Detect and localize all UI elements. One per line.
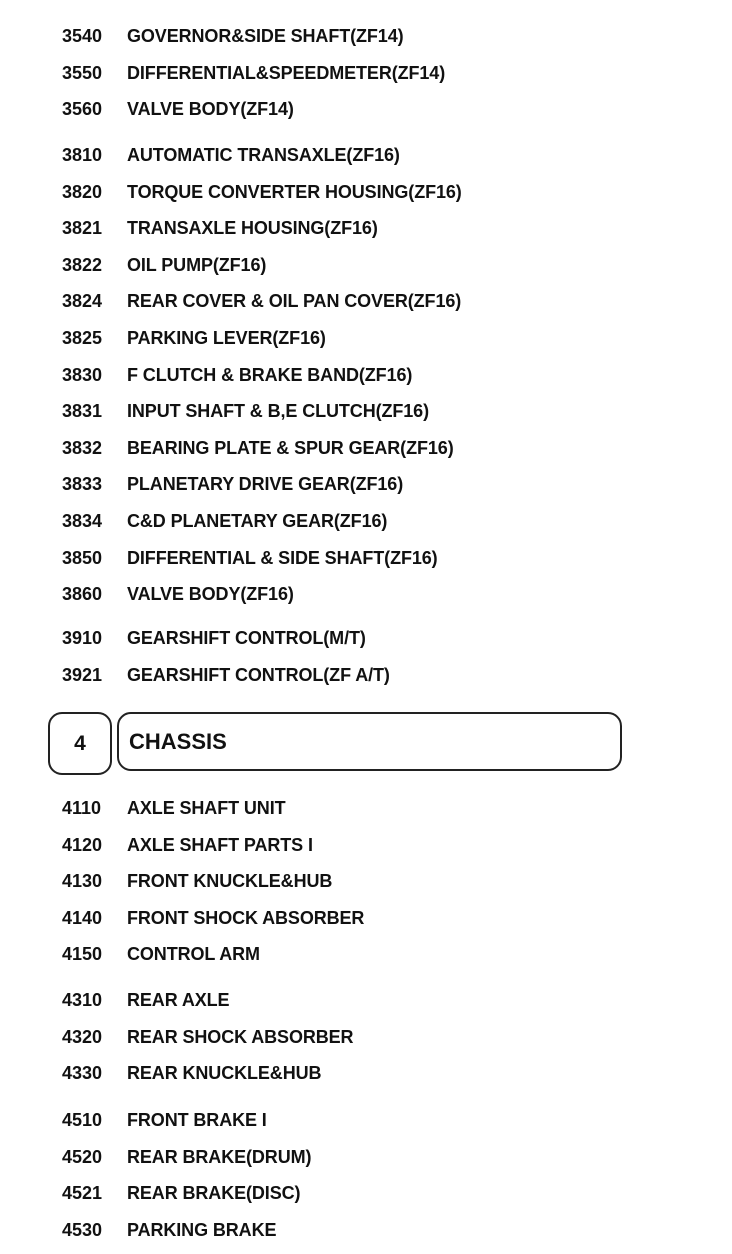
part-label: REAR COVER & OIL PAN COVER(ZF16) [127,291,462,312]
part-code: 3821 [62,218,103,239]
part-code: 3820 [62,181,103,202]
section-title-box: CHASSIS [117,712,622,771]
part-label: FRONT KNUCKLE&HUB [127,871,333,892]
part-code: 4330 [62,1063,103,1084]
part-code: 4520 [62,1146,103,1167]
section-number-box: 4 [48,712,112,775]
part-code: 3860 [62,584,103,605]
part-code: 3910 [62,628,103,648]
part-code: 4140 [62,907,103,928]
part-code: 3550 [62,62,103,83]
part-code: 4510 [62,1110,103,1130]
part-label: GEARSHIFT CONTROL(M/T) [127,628,366,648]
part-code: 3810 [62,145,103,165]
part-label: CONTROL ARM [127,944,260,965]
part-label: TORQUE CONVERTER HOUSING(ZF16) [127,181,462,202]
part-code: 3825 [62,327,103,348]
part-label: VALVE BODY(ZF14) [127,99,294,120]
part-label: C&D PLANETARY GEAR(ZF16) [127,510,388,531]
part-label: AXLE SHAFT UNIT [127,798,286,818]
part-label: GEARSHIFT CONTROL(ZF A/T) [127,664,390,685]
part-code: 3833 [62,474,103,495]
part-code: 3831 [62,401,103,422]
part-label: PARKING BRAKE [127,1219,277,1240]
part-label: TRANSAXLE HOUSING(ZF16) [127,218,378,239]
part-code: 4320 [62,1026,103,1047]
part-label: REAR SHOCK ABSORBER [127,1026,354,1047]
section-title: CHASSIS [129,728,227,754]
part-code: 3540 [62,26,103,46]
part-code: 3921 [62,664,103,685]
part-code: 3560 [62,99,103,120]
part-label: REAR KNUCKLE&HUB [127,1063,322,1084]
part-code: 3830 [62,364,103,385]
part-label: PARKING LEVER(ZF16) [127,327,326,348]
part-label: OIL PUMP(ZF16) [127,254,267,275]
part-label: VALVE BODY(ZF16) [127,584,294,605]
part-code: 4110 [62,798,102,818]
part-label: BEARING PLATE & SPUR GEAR(ZF16) [127,437,454,458]
part-label: INPUT SHAFT & B,E CLUTCH(ZF16) [127,401,429,422]
part-code: 4130 [62,871,103,892]
part-label: GOVERNOR&SIDE SHAFT(ZF14) [127,26,404,46]
part-label: REAR BRAKE(DRUM) [127,1146,312,1167]
part-label: AXLE SHAFT PARTS I [127,834,313,855]
part-label: PLANETARY DRIVE GEAR(ZF16) [127,474,404,495]
section-number: 4 [74,731,86,755]
part-label: AUTOMATIC TRANSAXLE(ZF16) [127,145,400,165]
part-label: DIFFERENTIAL&SPEEDMETER(ZF14) [127,62,446,83]
part-code: 4120 [62,834,103,855]
part-label: REAR AXLE [127,990,230,1010]
part-code: 3834 [62,510,103,531]
part-label: FRONT BRAKE I [127,1110,267,1130]
part-code: 4310 [62,990,103,1010]
part-label: FRONT SHOCK ABSORBER [127,907,365,928]
part-code: 4150 [62,944,103,965]
part-code: 3850 [62,547,103,568]
part-label: REAR BRAKE(DISC) [127,1183,301,1204]
part-label: F CLUTCH & BRAKE BAND(ZF16) [127,364,413,385]
part-code: 4521 [62,1183,103,1204]
part-code: 4530 [62,1219,103,1240]
part-code: 3832 [62,437,103,458]
part-label: DIFFERENTIAL & SIDE SHAFT(ZF16) [127,547,438,568]
part-code: 3822 [62,254,103,275]
part-code: 3824 [62,291,103,312]
